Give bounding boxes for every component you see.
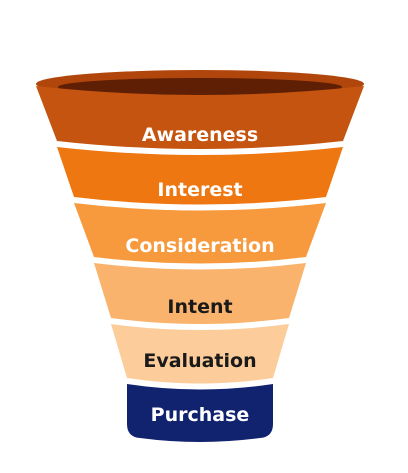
stage-interest-label: Interest [157, 179, 242, 201]
stage-interest-band [57, 147, 343, 205]
stage-purchase-band [127, 384, 273, 442]
stage-consideration: Consideration [74, 203, 326, 264]
stage-intent: Intent [94, 263, 306, 324]
stage-purchase-label: Purchase [151, 404, 250, 426]
stage-evaluation-label: Evaluation [143, 350, 256, 372]
funnel-rim-inner [58, 78, 342, 96]
stage-awareness: Awareness [36, 86, 364, 149]
stage-intent-label: Intent [167, 296, 232, 318]
stage-interest: Interest [57, 147, 343, 205]
stage-purchase: Purchase [127, 384, 273, 442]
stage-consideration-label: Consideration [125, 235, 274, 257]
funnel-rim [36, 70, 364, 98]
stage-consideration-band [74, 203, 326, 264]
stage-evaluation: Evaluation [111, 324, 289, 384]
stage-intent-band [94, 263, 306, 324]
stage-evaluation-band [111, 324, 289, 384]
stage-awareness-band [36, 86, 364, 149]
stage-awareness-label: Awareness [142, 124, 258, 146]
